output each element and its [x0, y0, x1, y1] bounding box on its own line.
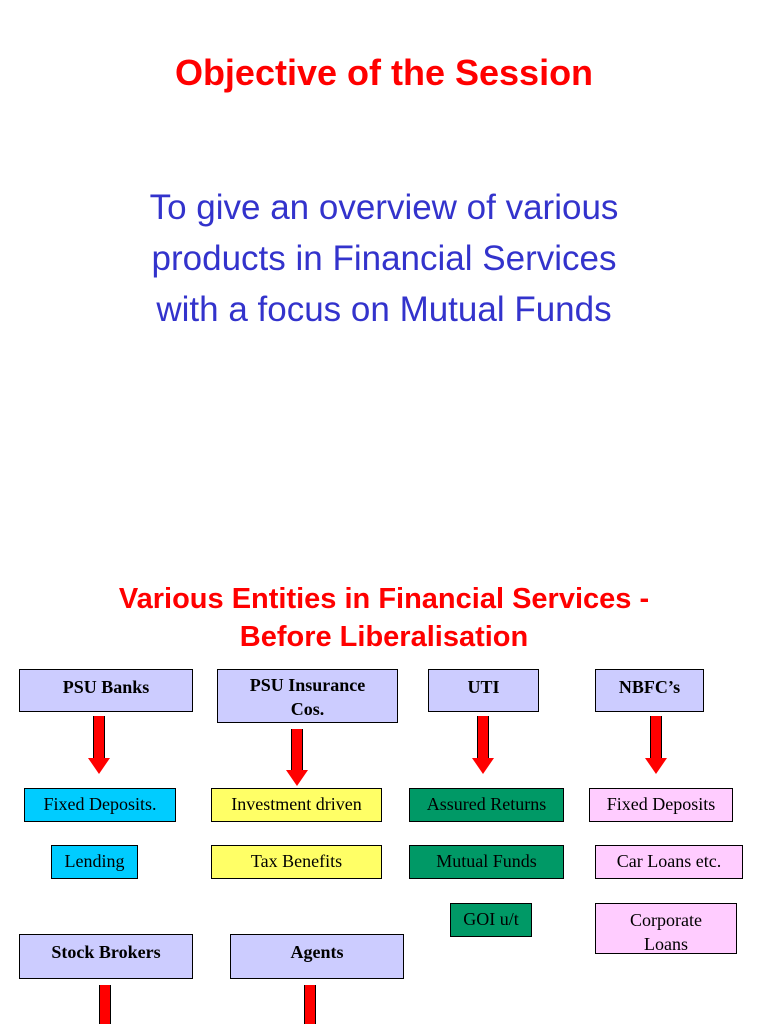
entity-psu-insurance: PSU Insurance Cos. — [217, 669, 398, 723]
entity-nbfc: NBFC’s — [595, 669, 704, 712]
entity-uti: UTI — [428, 669, 539, 712]
product-mutual-funds: Mutual Funds — [409, 845, 564, 879]
body-line: To give an overview of various — [149, 188, 619, 227]
product-corporate-loans-line: Corporate — [630, 910, 702, 930]
product-tax-benefits: Tax Benefits — [211, 845, 382, 879]
arrow-down-icon — [88, 716, 110, 774]
product-lending: Lending — [51, 845, 138, 879]
product-nbfc-fixed-deposits: Fixed Deposits — [589, 788, 733, 822]
product-car-loans: Car Loans etc. — [595, 845, 743, 879]
entity-psu-insurance-line: PSU Insurance — [249, 675, 366, 695]
section-title-line: Before Liberalisation — [239, 621, 529, 653]
product-investment-driven: Investment driven — [211, 788, 382, 822]
product-goi-ut: GOI u/t — [450, 903, 532, 937]
arrow-down-icon — [299, 985, 321, 1024]
entity-psu-insurance-line: Cos. — [290, 699, 325, 719]
entity-psu-banks: PSU Banks — [19, 669, 193, 712]
slide-body: To give an overview of various products … — [0, 182, 768, 335]
product-corporate-loans: Corporate Loans — [595, 903, 737, 954]
entity-stock-brokers: Stock Brokers — [19, 934, 193, 979]
slide-title: Objective of the Session — [174, 52, 594, 93]
section-title-line: Various Entities in Financial Services - — [118, 583, 650, 615]
product-corporate-loans-line: Loans — [644, 934, 688, 954]
body-line: products in Financial Services — [151, 239, 617, 278]
arrow-down-icon — [645, 716, 667, 774]
entity-agents: Agents — [230, 934, 404, 979]
section-title: Various Entities in Financial Services -… — [0, 580, 768, 656]
arrow-down-icon — [94, 985, 116, 1024]
product-fixed-deposits: Fixed Deposits. — [24, 788, 176, 822]
arrow-down-icon — [286, 729, 308, 787]
arrow-down-icon — [472, 716, 494, 774]
product-assured-returns: Assured Returns — [409, 788, 564, 822]
body-line: with a focus on Mutual Funds — [156, 290, 612, 329]
